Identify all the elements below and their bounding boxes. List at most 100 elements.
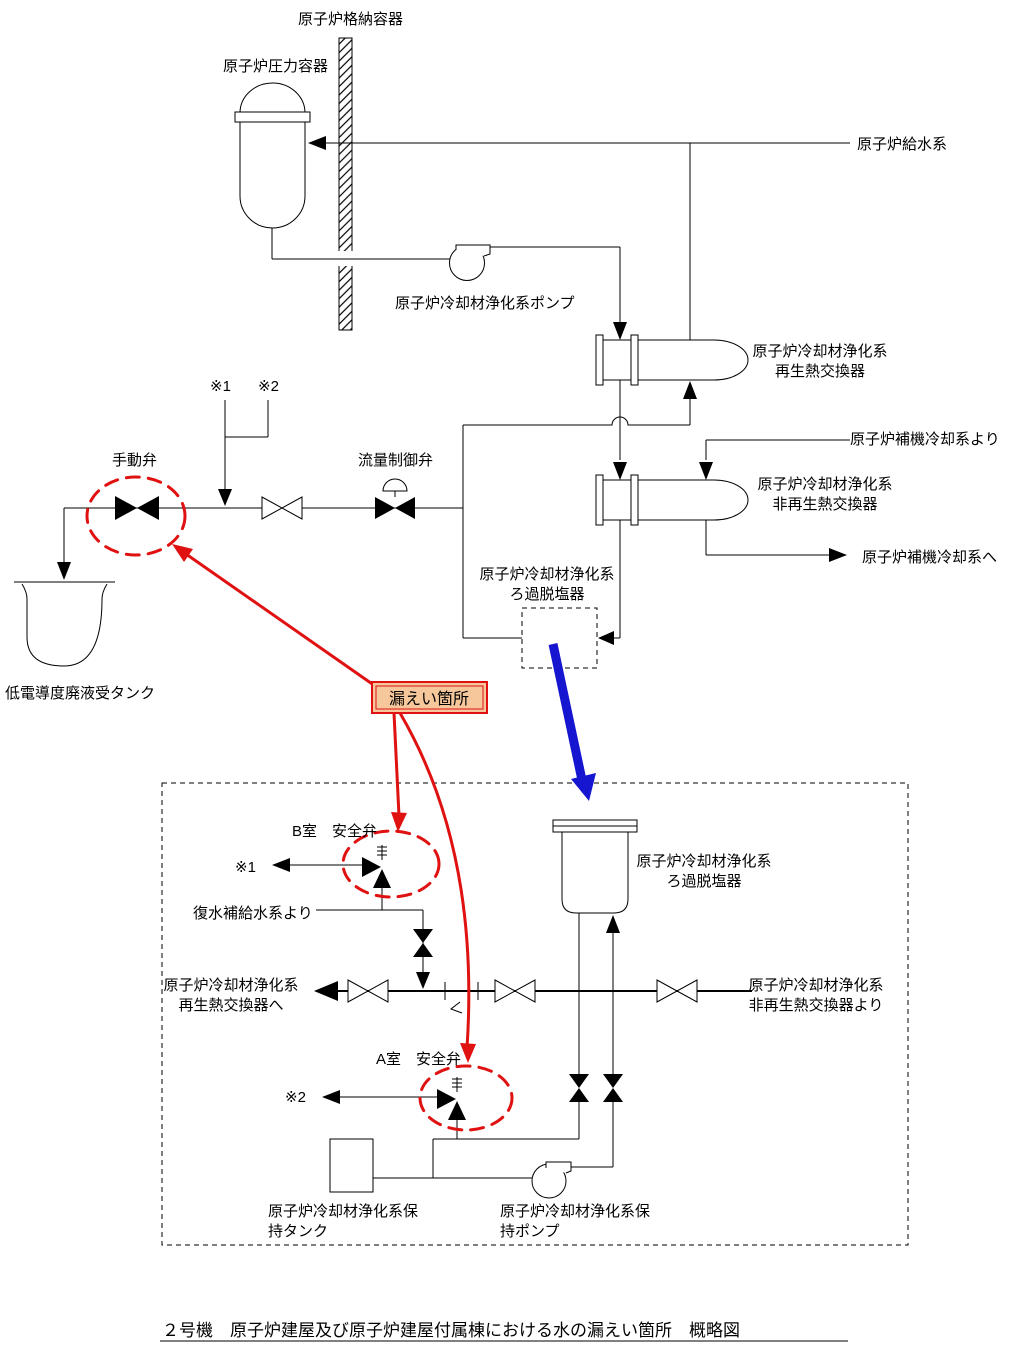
inlet-valve [603, 1074, 623, 1102]
label-ref1: ※1 [210, 378, 231, 395]
label-ref2: ※2 [258, 378, 279, 395]
arrow-into-vessel [606, 915, 620, 933]
leak-ellipse-manual-valve [85, 475, 187, 557]
regen-hx-flange-1 [595, 334, 604, 386]
leak-arrowhead-room-b [391, 812, 407, 832]
relocation-flow-arrow [548, 643, 596, 801]
label-waste-tank: 低電導度廃液受タンク [5, 684, 155, 702]
holding-pump [531, 1161, 572, 1199]
sv-b-inlet-disc [373, 869, 391, 888]
leak-callout-label: 漏えい箇所 [389, 690, 469, 708]
rwcu-suction-line [271, 228, 451, 260]
arrow-into-nonregen-hx-top [613, 462, 627, 480]
holding-tank-body [329, 1138, 374, 1193]
pump-volute [455, 244, 491, 257]
label-aux-cooling-to: 原子炉補機冷却系へ [862, 549, 997, 566]
blue-arrowhead [571, 773, 596, 801]
arrow-into-regen-hx-bottom [683, 381, 697, 399]
holding-pump-volute [545, 1161, 572, 1174]
return-crossover-line [463, 416, 690, 426]
leak-ellipse-room-b [341, 829, 441, 899]
arrow-into-rpv [308, 136, 326, 150]
line-valve-1 [347, 979, 389, 1003]
arrow-ref-into-line [218, 489, 232, 506]
label-filter-lower-2: ろ過脱塩器 [666, 873, 741, 890]
sv-a-outlet-disc [437, 1089, 456, 1109]
condensate-valve [413, 929, 433, 957]
label-flow-control-valve: 流量制御弁 [358, 452, 433, 469]
regen-heat-exchanger [463, 334, 749, 480]
feedwater-line [308, 136, 850, 340]
label-room-a-valve: A室 安全弁 [376, 1050, 461, 1068]
label-to-regen-hx-1: 原子炉冷却材浄化系 [163, 977, 298, 994]
sv-b-outlet-disc [362, 857, 381, 877]
label-holding-pump-2: 持ポンプ [500, 1223, 560, 1240]
waste-tank-body [21, 583, 108, 667]
label-rwcu-pump: 原子炉冷却材浄化系ポンプ [395, 295, 575, 312]
filter-demineralizer-upper [462, 425, 598, 669]
arrow-to-ref2 [322, 1090, 340, 1104]
sv-a-inlet-disc [448, 1101, 466, 1120]
arrow-aux-into-nonregen-hx [699, 462, 713, 480]
holding-tank [329, 1138, 532, 1193]
vessel-flange-top [552, 819, 638, 827]
manual-valve [115, 496, 159, 520]
regen-hx-flange-2 [630, 334, 639, 386]
leak-pointer-room-a [398, 712, 471, 1049]
label-holding-tank-2: 持タンク [268, 1223, 328, 1240]
nonregen-hx-shell [599, 479, 749, 521]
nonregen-hx-flange-2 [630, 474, 639, 526]
leak-arrowhead-manual-valve [172, 544, 193, 562]
leak-arrowhead-room-a [460, 1043, 476, 1063]
label-manual-valve: 手動弁 [112, 452, 157, 469]
room-a-safety-valve [322, 1077, 466, 1139]
label-holding-tank-1: 原子炉冷却材浄化系保 [268, 1203, 418, 1220]
label-aux-cooling-from: 原子炉補機冷却系より [850, 431, 1000, 448]
flow-control-valve [375, 478, 415, 519]
label-rpv: 原子炉圧力容器 [223, 58, 328, 75]
rpv-body [239, 122, 306, 229]
vessel-body [561, 832, 629, 914]
arrow-into-waste-tank [57, 562, 71, 580]
label-filter-upper-2: ろ過脱塩器 [509, 586, 584, 603]
label-from-nonregen-hx-2: 非再生熱交換器より [749, 996, 884, 1014]
arrow-aux-cooling-out [829, 548, 847, 562]
fcv-actuator-dome [382, 478, 408, 492]
lower-main-line [314, 979, 752, 1014]
containment-wall [337, 37, 354, 331]
leak-callout-box: 漏えい箇所 [371, 681, 488, 714]
block-valve [261, 496, 303, 520]
label-containment: 原子炉格納容器 [298, 11, 403, 28]
arrow-to-ref1 [272, 858, 290, 872]
leak-box-outer [371, 681, 488, 714]
label-regen-hx-1: 原子炉冷却材浄化系 [752, 343, 887, 360]
label-ref1-lower: ※1 [235, 859, 256, 876]
outlet-valve [569, 1074, 589, 1102]
arrow-condensate-into-line [416, 972, 430, 989]
label-regen-hx-2: 再生熱交換器 [775, 362, 865, 380]
label-room-b-valve: B室 安全弁 [292, 822, 377, 840]
label-from-nonregen-hx-1: 原子炉冷却材浄化系 [748, 977, 883, 994]
diagram-title: ２号機 原子炉建屋及び原子炉建屋付属棟における水の漏えい箇所 概略図 [162, 1321, 740, 1340]
drain-valve-line [57, 400, 463, 580]
label-nonregen-hx-1: 原子炉冷却材浄化系 [757, 476, 892, 493]
label-filter-upper-1: 原子炉冷却材浄化系 [479, 566, 614, 583]
waste-tank [14, 581, 115, 667]
nonregen-hx-flange-1 [595, 474, 604, 526]
filter-demineralizer-lower [432, 819, 638, 1178]
label-filter-lower-1: 原子炉冷却材浄化系 [636, 853, 771, 870]
leak-annotations: 漏えい箇所 [85, 475, 514, 1132]
spool-mark [449, 1001, 463, 1014]
rpv-dome [239, 82, 306, 114]
line-valve-3 [656, 979, 698, 1003]
arrow-into-regen-hx-top [613, 322, 627, 340]
line-valve-2 [494, 979, 536, 1003]
aux-cooling-lines [699, 439, 850, 562]
vessel-flange-bottom [552, 825, 638, 833]
rwcu-pump [449, 244, 627, 340]
arrow-to-regen-hx [314, 981, 338, 1001]
label-ref2-lower: ※2 [285, 1089, 306, 1106]
leak-box-inner [375, 685, 484, 710]
arrow-into-filter-box [598, 631, 614, 645]
